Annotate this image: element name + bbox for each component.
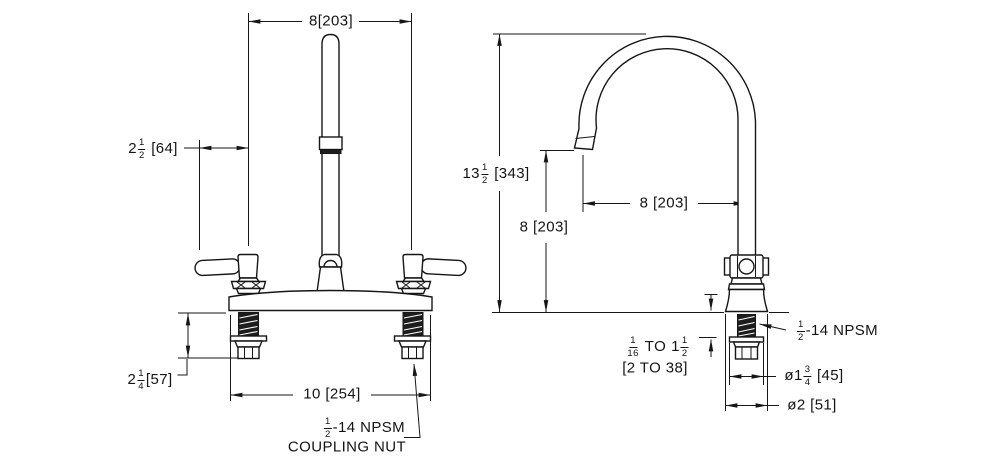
spout-column (318, 33, 343, 257)
handle-left (194, 253, 267, 295)
handle-left-lever (194, 258, 241, 277)
shank-right (393, 312, 432, 360)
spout-base (316, 253, 345, 293)
side-view (492, 33, 789, 411)
handle-left-bonnet (230, 277, 267, 295)
gooseneck-spout (573, 35, 757, 258)
handle-right-cap (402, 253, 424, 279)
handle-right-lever (420, 258, 467, 277)
shank-left (229, 312, 268, 360)
deck-body (228, 289, 433, 312)
front-view (177, 13, 467, 438)
handle-right-bonnet (395, 277, 432, 295)
shank-left-nut (237, 346, 260, 360)
spout-collar (318, 136, 343, 151)
shank-right-washer (393, 335, 432, 342)
handle-right (395, 253, 467, 295)
dim-outlet-height-label: 8 [203] (519, 218, 569, 236)
dimension-lines-front (177, 13, 431, 438)
dim-spout-spread-label: 8[203] (308, 12, 354, 30)
dim-deck-width-label: 10 [254] (303, 385, 361, 403)
coupling-nut-label: COUPLING NUT (287, 438, 407, 456)
dia-base-label: ø2 [51] (787, 396, 837, 414)
shank-right-nut (401, 346, 424, 360)
dimension-lines-side (493, 33, 787, 411)
dim-spout-reach-label: 8 [203] (639, 194, 689, 212)
shank-side (728, 314, 765, 360)
swivel-base (723, 254, 770, 313)
shank-side-nut (734, 346, 759, 360)
base-flange (724, 288, 769, 313)
swivel-ball (738, 258, 755, 275)
shank-left-washer (229, 335, 268, 342)
shank-side-washer (728, 336, 765, 343)
spout-collar-band (320, 149, 342, 154)
handle-left-cap (237, 253, 259, 279)
deck-thickness-range-metric-label: [2 TO 38] (622, 359, 688, 377)
nozzle-band (575, 136, 595, 139)
